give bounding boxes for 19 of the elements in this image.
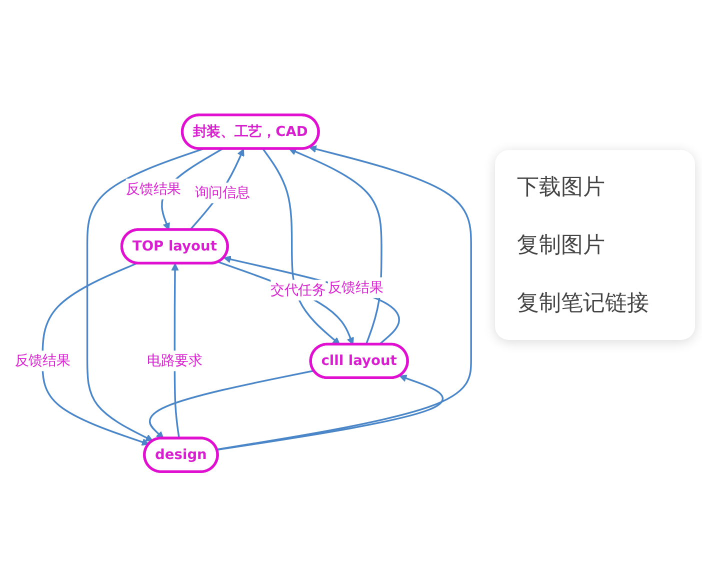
arrow: [216, 374, 444, 450]
arrow: [149, 370, 314, 439]
menu-item: 下载图片: [516, 174, 606, 202]
edge-label: 反馈结果: [126, 180, 181, 196]
arrow: [216, 145, 472, 450]
edge-label: 询问信息: [194, 184, 250, 200]
edge-label: 交代任务: [270, 281, 326, 298]
arrow: [86, 148, 204, 442]
arrow: [223, 255, 400, 345]
edge-label: 反馈结果: [328, 278, 384, 296]
arrow: [288, 148, 382, 345]
menu-item: 复制笔记链接: [516, 290, 650, 318]
edge-label: 反馈结果: [14, 352, 70, 368]
arrow: [262, 148, 340, 345]
arrow: [218, 260, 354, 345]
menu-item: 复制图片: [516, 232, 606, 260]
arrow: [171, 262, 180, 438]
edge-label: 电路要求: [147, 352, 202, 368]
arrow: [42, 262, 150, 446]
